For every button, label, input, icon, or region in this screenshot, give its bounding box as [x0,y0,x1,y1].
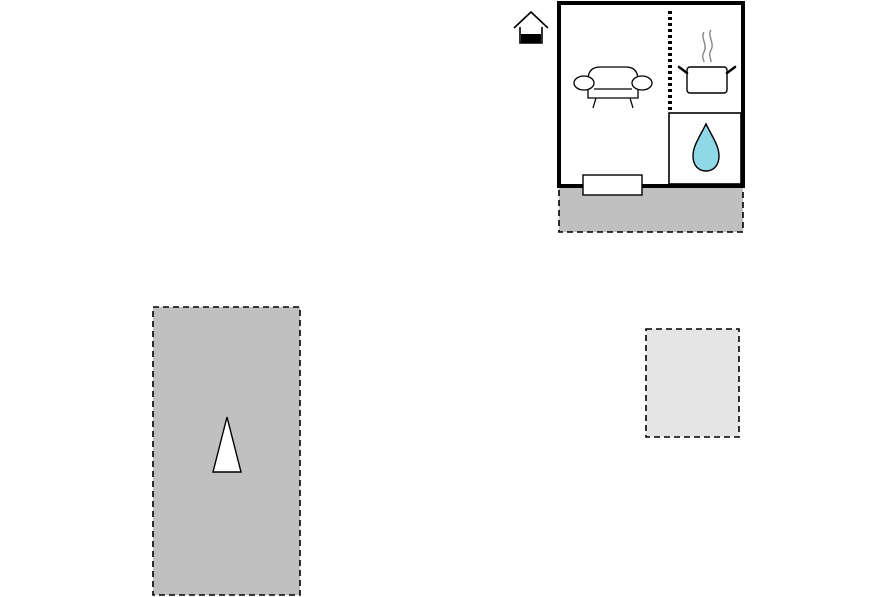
north-arrow-icon [212,416,242,473]
water-drop-icon [692,122,720,172]
cooking-pot-icon [677,29,737,94]
house-entrance-icon [513,10,549,44]
window [582,174,643,196]
sofa-icon [573,66,653,109]
garden-area [645,328,740,438]
